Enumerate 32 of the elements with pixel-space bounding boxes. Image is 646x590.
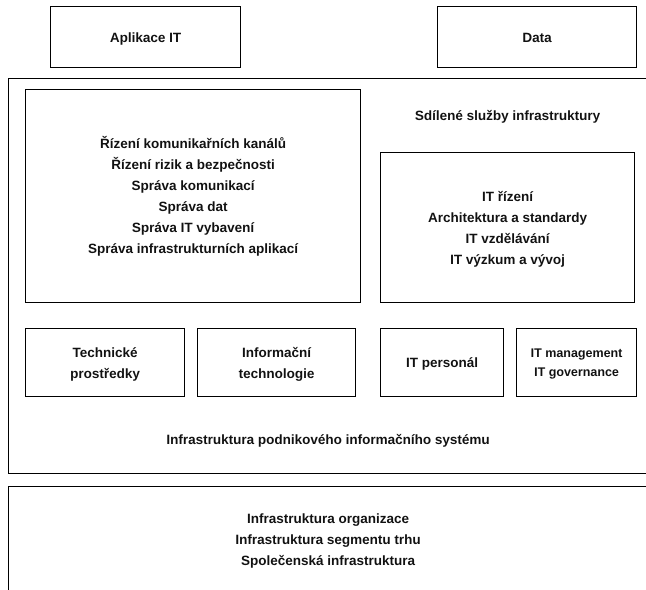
box xyxy=(197,328,356,397)
box-text: Infrastruktura segmentu trhu xyxy=(235,530,421,549)
box-text: Správa dat xyxy=(158,198,228,216)
box-text: IT personál xyxy=(406,354,478,372)
box-text: IT výzkum a vývoj xyxy=(450,250,565,269)
box xyxy=(8,486,646,590)
box-text: Aplikace IT xyxy=(110,28,182,47)
box xyxy=(25,89,361,303)
box-text: Informační technologie xyxy=(238,344,316,383)
box xyxy=(380,152,635,303)
group-heading: Sdílené služby infrastruktury xyxy=(414,107,602,125)
box-text: Společenská infrastruktura xyxy=(240,552,416,570)
box-text: IT management xyxy=(530,344,622,362)
box xyxy=(437,6,637,68)
box-text: Data xyxy=(522,28,552,46)
box xyxy=(25,328,185,397)
box xyxy=(380,328,504,397)
box-text: Infrastruktura organizace xyxy=(246,510,410,528)
box-text: Správa komunikací xyxy=(131,177,255,195)
box-text: Řízení komunikařních kanálů xyxy=(100,134,286,153)
box xyxy=(516,328,637,397)
box xyxy=(8,78,646,474)
box-text: Správa IT vybavení xyxy=(132,219,254,237)
box xyxy=(50,6,241,68)
box-text: IT governance xyxy=(534,364,619,381)
box-text: Řízení rizik a bezpečnosti xyxy=(111,156,275,174)
box-text: Správa infrastrukturních aplikací xyxy=(88,240,298,258)
box-text: Architektura a standardy xyxy=(428,208,588,227)
box-text: IT řízení xyxy=(482,188,533,206)
group-caption: Infrastruktura podnikového informačního systému xyxy=(165,431,491,449)
box-text: IT vzdělávání xyxy=(465,230,550,248)
box-text: Technické prostředky xyxy=(69,344,141,383)
